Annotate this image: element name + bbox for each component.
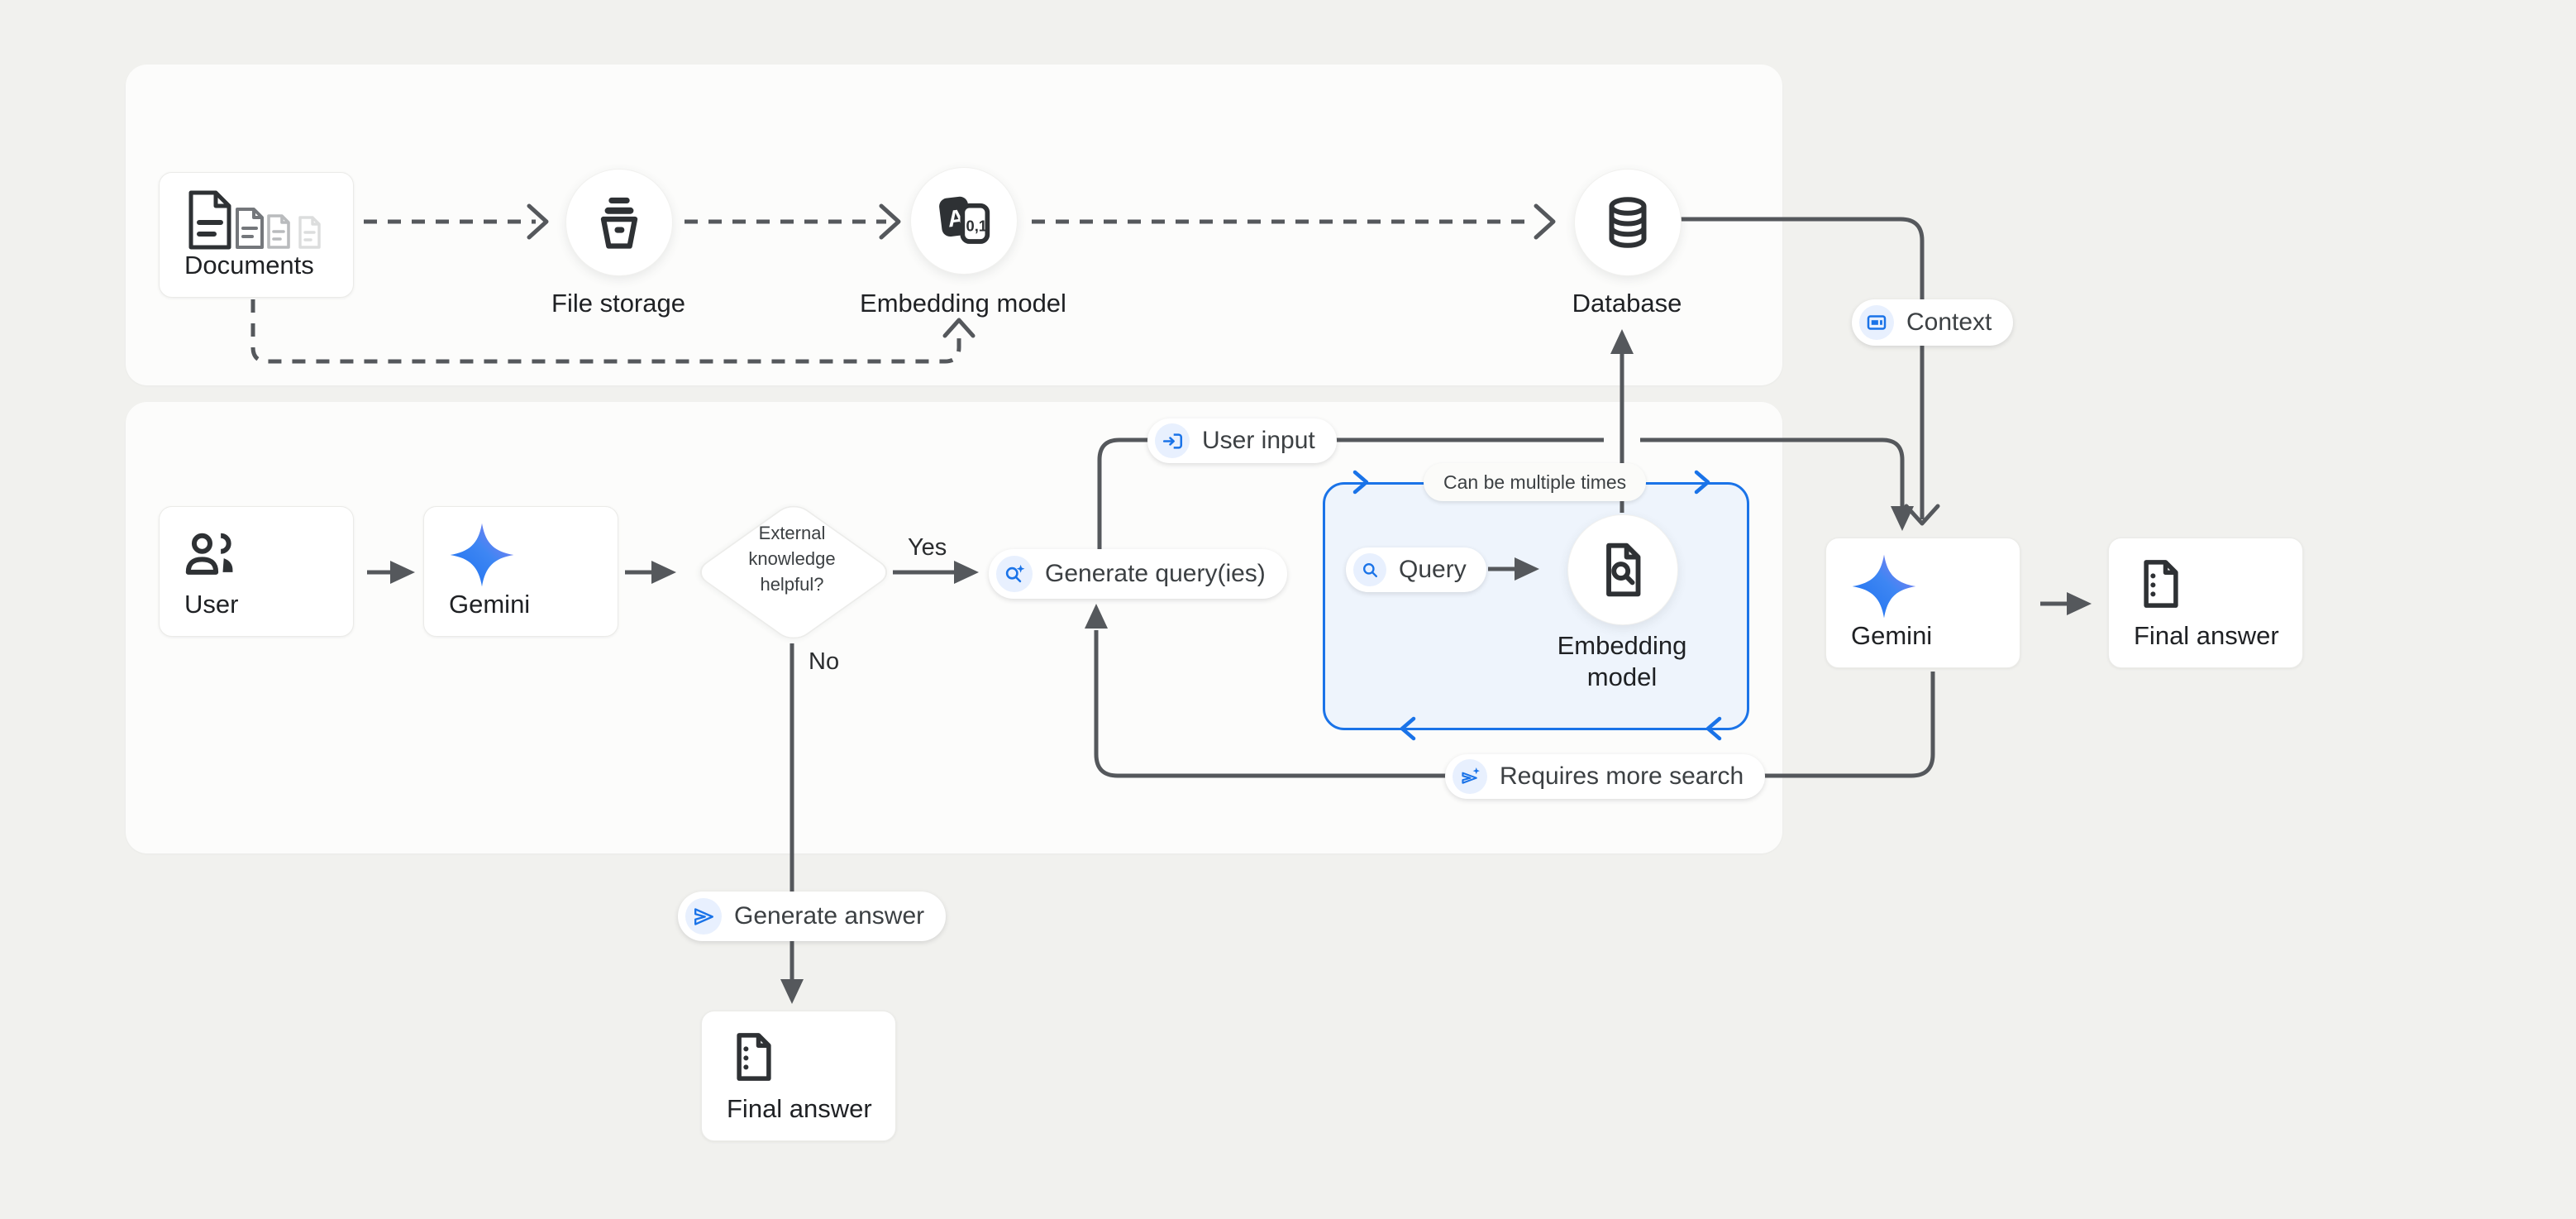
database-node xyxy=(1574,169,1682,276)
no-label: No xyxy=(809,648,840,675)
file-storage-node xyxy=(565,169,673,276)
gemini-right-node: Gemini xyxy=(1825,538,2020,668)
embedding-model-top-node: A 0,1 xyxy=(910,167,1018,275)
final-answer-icon xyxy=(727,1030,781,1088)
user-input-pill: User input xyxy=(1147,418,1337,463)
can-be-multiple-times-label: Can be multiple times xyxy=(1443,471,1627,493)
generate-answer-icon xyxy=(685,898,722,935)
generate-queries-label: Generate query(ies) xyxy=(1045,560,1266,587)
documents-icon xyxy=(184,189,325,255)
user-input-label: User input xyxy=(1202,427,1315,454)
gemini-right-label: Gemini xyxy=(1851,621,1933,650)
user-input-icon xyxy=(1155,423,1190,458)
context-label: Context xyxy=(1906,308,1992,336)
query-label: Query xyxy=(1399,556,1467,583)
can-be-multiple-times-pill: Can be multiple times xyxy=(1424,463,1647,501)
generate-queries-pill: Generate query(ies) xyxy=(989,549,1287,599)
query-pill: Query xyxy=(1346,547,1486,592)
gemini-left-label: Gemini xyxy=(449,590,531,619)
requires-more-search-pill: Requires more search xyxy=(1445,754,1766,799)
requires-more-search-icon xyxy=(1453,759,1487,794)
svg-text:0,1: 0,1 xyxy=(966,218,987,235)
user-icon xyxy=(184,528,236,581)
document-search-icon xyxy=(1606,543,1641,597)
final-answer-bottom-node: Final answer xyxy=(701,1011,896,1141)
edge-gemini-to-final xyxy=(2040,592,2092,615)
database-icon xyxy=(1609,197,1647,248)
query-icon xyxy=(1353,553,1386,586)
gemini-icon xyxy=(1851,553,1917,624)
requires-more-search-label: Requires more search xyxy=(1500,762,1744,790)
generate-answer-label: Generate answer xyxy=(734,902,925,930)
final-answer-bottom-label: Final answer xyxy=(727,1094,872,1123)
final-answer-icon xyxy=(2134,557,2188,615)
yes-label: Yes xyxy=(908,534,947,561)
generate-queries-icon xyxy=(996,556,1033,592)
embedding-model-inner-label: Embedding model xyxy=(1557,631,1687,691)
final-answer-right-label: Final answer xyxy=(2134,621,2279,650)
embedding-model-top-label: Embedding model xyxy=(860,289,1066,318)
user-node: User xyxy=(159,506,354,637)
database-label: Database xyxy=(1572,289,1682,318)
documents-label: Documents xyxy=(184,251,314,280)
file-storage-icon xyxy=(600,197,638,249)
gemini-icon xyxy=(449,522,515,592)
documents-node: Documents xyxy=(159,172,354,298)
file-storage-label: File storage xyxy=(551,289,685,318)
context-pill: Context xyxy=(1852,299,2014,346)
user-label: User xyxy=(184,590,239,619)
context-icon xyxy=(1859,305,1894,340)
embedding-model-inner-node xyxy=(1567,514,1678,625)
final-answer-right-node: Final answer xyxy=(2108,538,2303,668)
decision-label: External knowledge helpful? xyxy=(748,523,836,595)
generate-answer-pill: Generate answer xyxy=(678,892,947,941)
gemini-left-node: Gemini xyxy=(423,506,618,637)
embedding-model-icon: A 0,1 xyxy=(939,196,990,244)
loop-box xyxy=(1323,482,1749,730)
